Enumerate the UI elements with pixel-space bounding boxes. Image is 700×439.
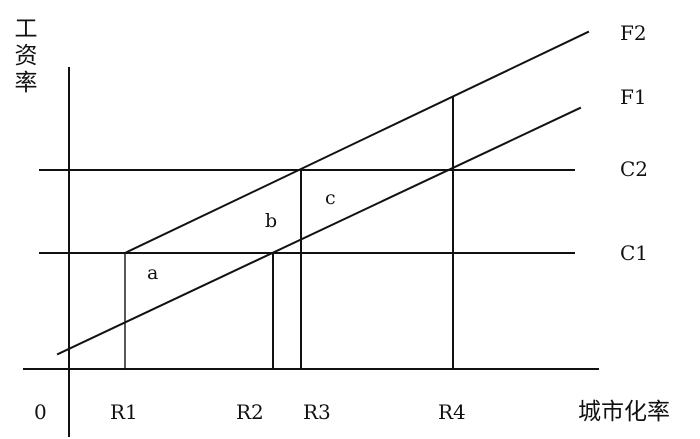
x-axis-label: 城市化率 — [578, 399, 670, 425]
label-c2: C2 — [620, 157, 648, 181]
region-a: a — [147, 262, 158, 284]
tick-r4: R4 — [438, 400, 466, 424]
tick-r1: R1 — [110, 400, 138, 424]
y-axis-label: 工资率 — [15, 16, 38, 96]
line-f2 — [123, 30, 590, 255]
label-f2: F2 — [620, 21, 647, 45]
label-c1: C1 — [620, 241, 648, 265]
region-c: c — [325, 187, 336, 209]
origin-label: 0 — [34, 400, 47, 424]
tick-r2: R2 — [236, 400, 264, 424]
tick-r3: R3 — [303, 400, 331, 424]
label-f1: F1 — [620, 85, 647, 109]
line-f1 — [56, 106, 582, 356]
region-b: b — [265, 210, 277, 232]
